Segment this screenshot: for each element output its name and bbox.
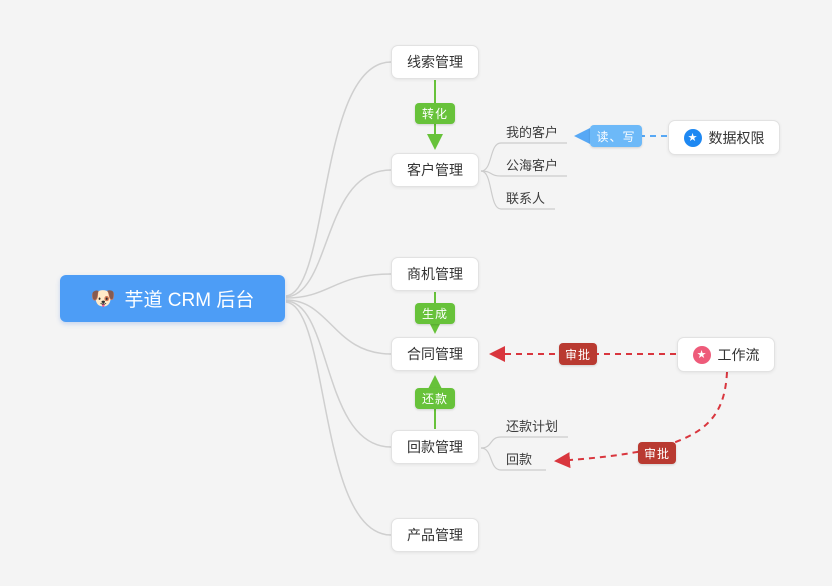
node-contract-management: 合同管理 xyxy=(391,337,479,371)
edge-customer-to-public-customers xyxy=(480,170,567,177)
edge-root-to-product xyxy=(285,301,392,536)
node-product-management: 产品管理 xyxy=(391,518,479,552)
node-label: 数据权限 xyxy=(708,129,765,146)
edge-label-approve-contract: 审批 xyxy=(559,343,597,365)
node-label: 回款管理 xyxy=(407,439,463,455)
node-label: 工作流 xyxy=(717,346,760,363)
edge-customer-to-my-customers xyxy=(480,142,567,172)
edge-root-to-contract xyxy=(285,299,392,355)
dog-emoji-icon: 🐶 xyxy=(90,287,116,310)
edge-label-read-write: 读、写 xyxy=(590,125,642,147)
edge-root-to-business xyxy=(285,273,392,299)
star-icon: ★ xyxy=(692,345,711,364)
child-my-customers: 我的客户 xyxy=(506,125,559,140)
node-label: 产品管理 xyxy=(407,527,463,543)
child-receipt: 回款 xyxy=(506,452,533,467)
node-data-permission: ★ 数据权限 xyxy=(668,120,780,155)
edge-label-repay: 还款 xyxy=(415,388,455,409)
edge-root-to-leads xyxy=(285,61,392,297)
child-repayment-plan: 还款计划 xyxy=(506,419,559,434)
edge-root-to-customer xyxy=(285,169,392,298)
node-label: 合同管理 xyxy=(407,346,463,362)
root-label: 芋道 CRM 后台 xyxy=(124,290,255,311)
node-business-management: 商机管理 xyxy=(391,257,479,291)
node-label: 线索管理 xyxy=(407,54,463,70)
edge-label-generate: 生成 xyxy=(415,303,455,324)
edge-workflow-to-receipt xyxy=(554,371,728,469)
star-icon: ★ xyxy=(683,128,702,147)
child-public-customers: 公海客户 xyxy=(506,158,559,173)
edge-label-approve-receipt: 审批 xyxy=(638,442,676,464)
node-customer-management: 客户管理 xyxy=(391,153,479,187)
edge-label-convert: 转化 xyxy=(415,103,455,124)
node-receivable-management: 回款管理 xyxy=(391,430,479,464)
child-contacts: 联系人 xyxy=(506,191,546,206)
edge-receivable-to-receipt xyxy=(480,447,546,471)
edge-root-to-receivable xyxy=(285,300,392,448)
node-leads-management: 线索管理 xyxy=(391,45,479,79)
node-label: 商机管理 xyxy=(407,266,463,282)
root-node-crm-backend: 🐶 芋道 CRM 后台 xyxy=(60,275,285,322)
node-workflow: ★ 工作流 xyxy=(677,337,775,372)
edge-customer-to-contacts xyxy=(480,170,555,210)
node-label: 客户管理 xyxy=(407,162,463,178)
edge-receivable-to-repay-plan xyxy=(480,436,568,449)
